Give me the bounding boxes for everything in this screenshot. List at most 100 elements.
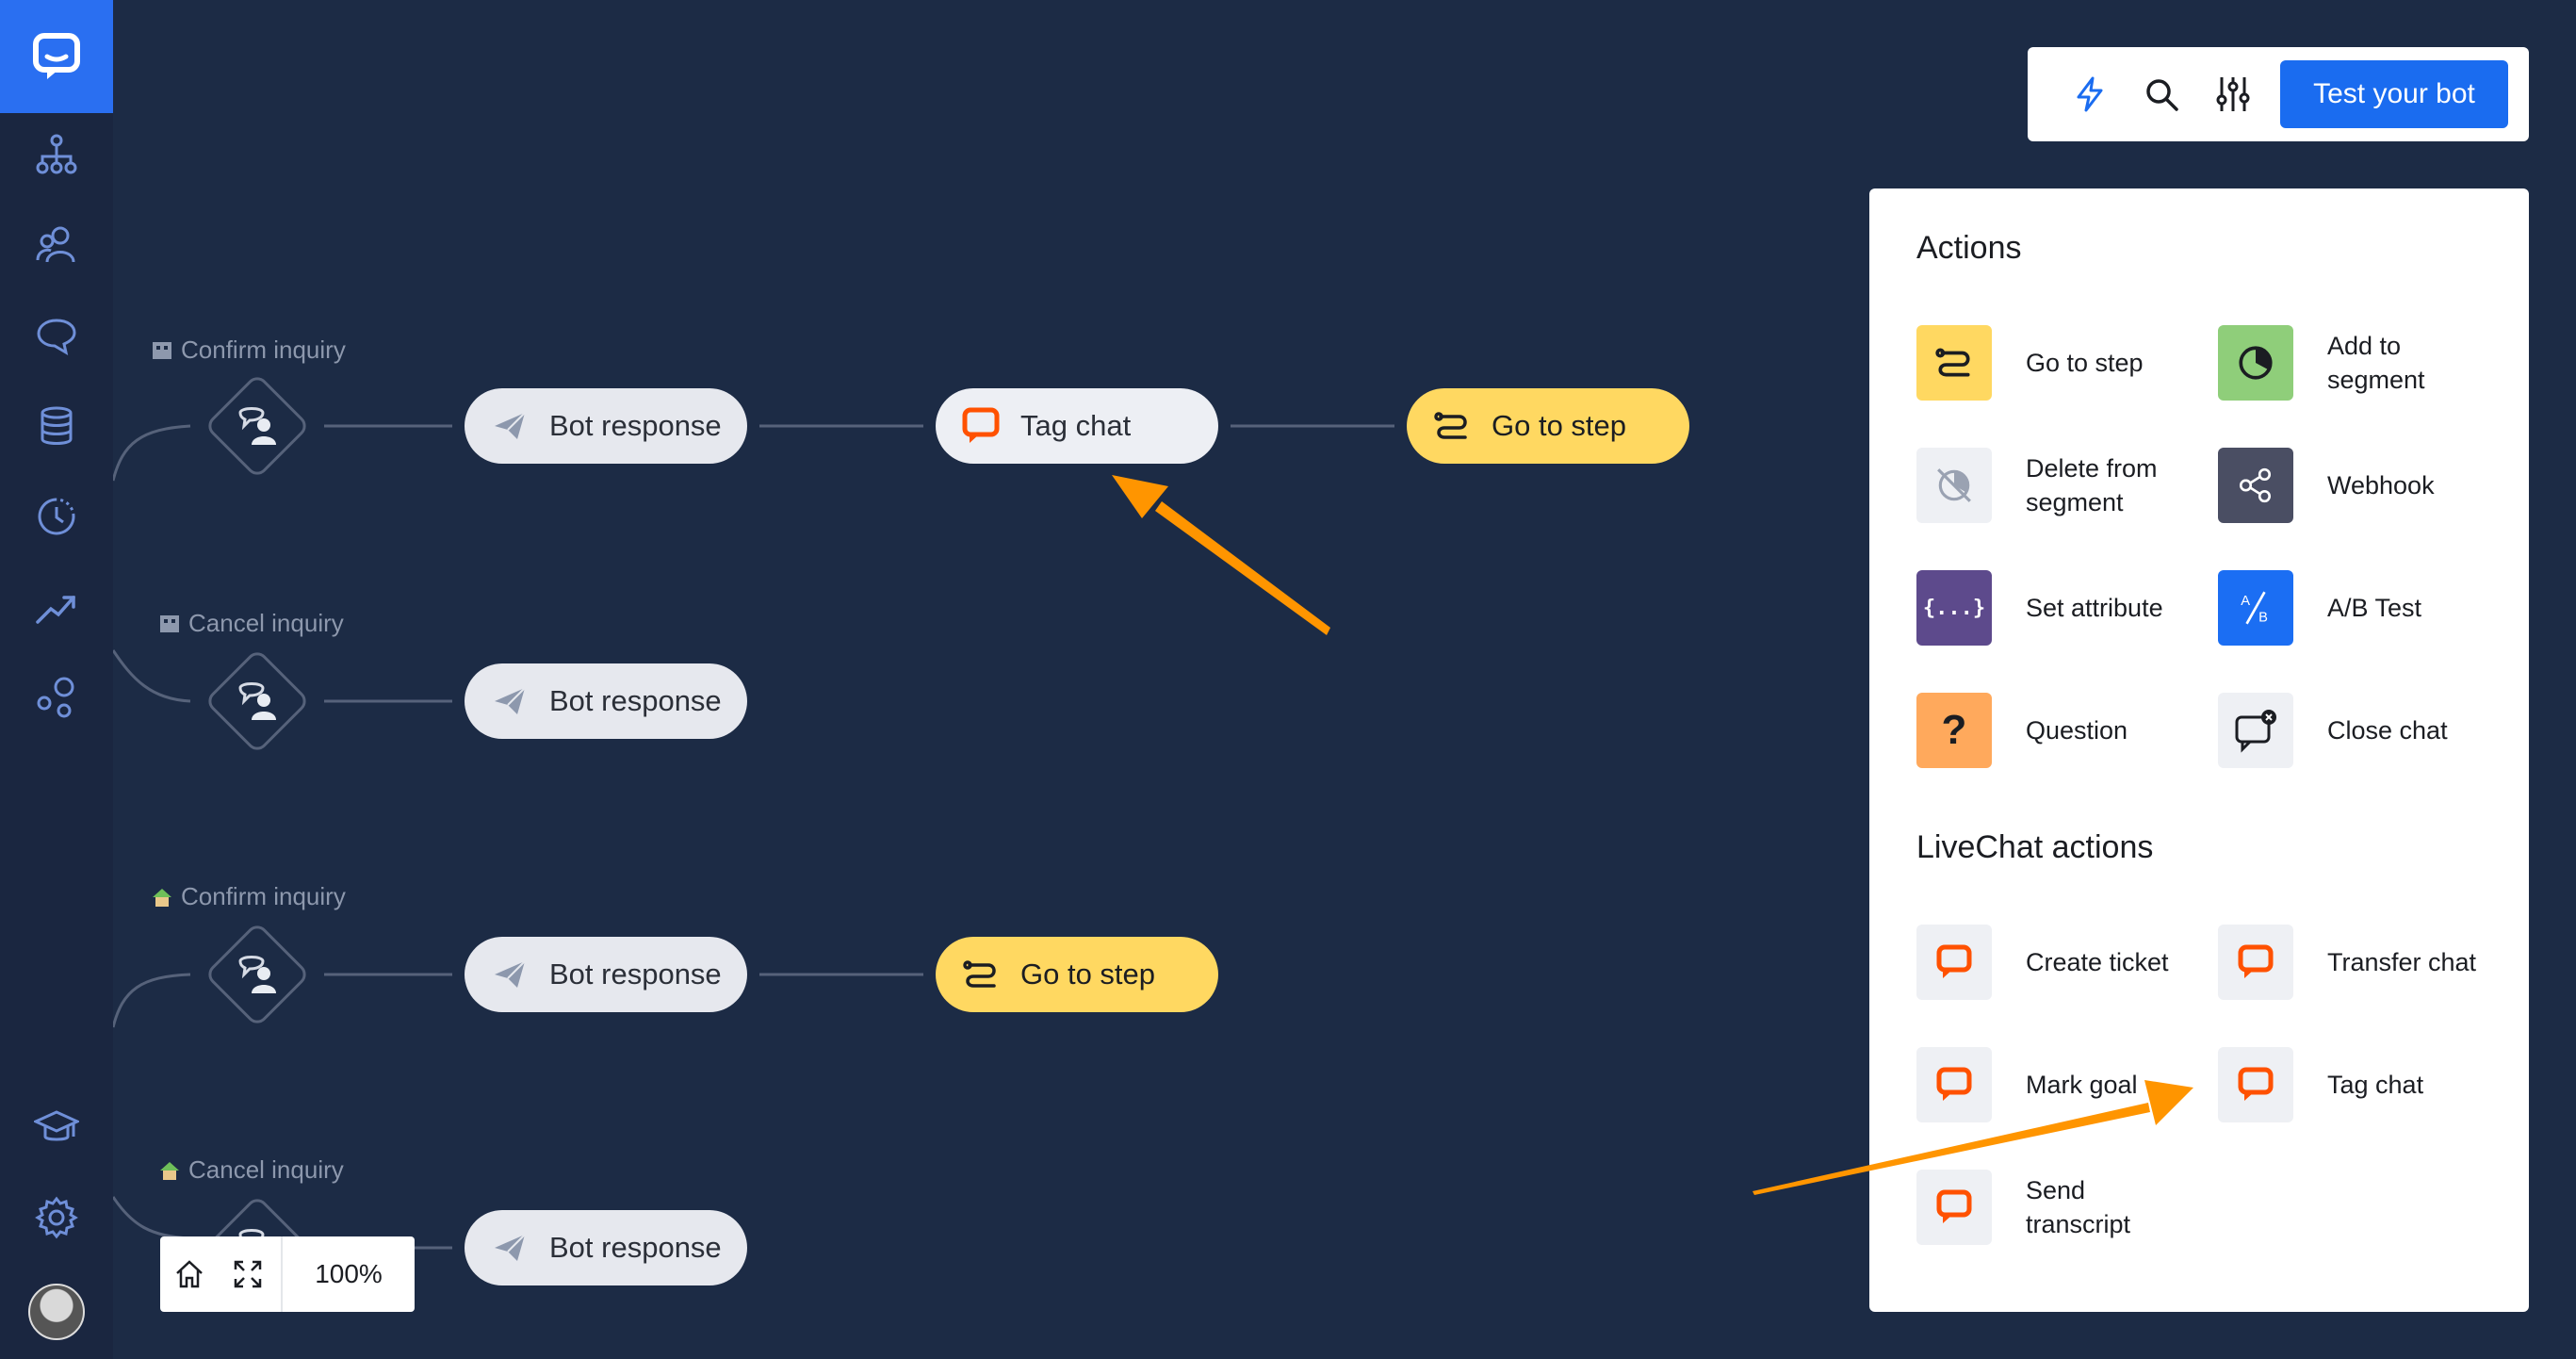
action-label: Close chat [2327, 716, 2448, 745]
test-bot-button[interactable]: Test your bot [2280, 60, 2508, 128]
close-chat-icon [2218, 693, 2293, 768]
avatar[interactable] [28, 1284, 85, 1340]
action-label: Mark goal [2026, 1071, 2138, 1099]
action-tag-chat[interactable]: Tag chat [2218, 1046, 2519, 1123]
database-icon [41, 406, 73, 445]
action-question[interactable]: ? Question [1916, 692, 2218, 769]
paper-plane-icon [489, 680, 530, 722]
action-mark-goal[interactable]: Mark goal [1916, 1046, 2218, 1123]
action-label: Transfer chat [2327, 948, 2477, 976]
building-icon [160, 614, 179, 632]
action-delete-from-segment[interactable]: Delete from segment [1916, 447, 2218, 524]
flow-canvas[interactable]: Confirm inquiry Cancel inquiry Confirm i… [113, 0, 2576, 1359]
search-icon [2146, 79, 2178, 111]
sidebar-item-history[interactable] [0, 479, 113, 554]
action-label: Set attribute [2026, 594, 2163, 622]
sidebar-item-reports[interactable] [0, 569, 113, 645]
livechat-bubble-icon [1916, 1047, 1992, 1122]
braces-icon: {...} [1916, 570, 1992, 646]
automation-button[interactable] [2062, 66, 2118, 123]
paper-plane-icon [489, 1227, 530, 1269]
livechat-logo[interactable] [0, 0, 113, 113]
pie-chart-icon [2218, 325, 2293, 401]
node-label: Go to step [1020, 958, 1156, 991]
action-go-to-step[interactable]: Go to step [1916, 324, 2218, 401]
sidebar-item-integrations[interactable] [0, 660, 113, 735]
trigger-name: Confirm inquiry [181, 882, 346, 910]
bot-response-node[interactable]: Bot response [465, 663, 747, 739]
lightning-icon [2077, 76, 2103, 112]
zoom-level[interactable]: 100% [315, 1259, 383, 1288]
go-to-step-icon [960, 954, 1002, 995]
svg-text:A: A [2241, 594, 2250, 609]
bot-response-node[interactable]: Bot response [465, 388, 747, 464]
action-label: Question [2026, 716, 2128, 745]
action-label: Add to segment [2327, 332, 2425, 394]
livechat-bubble-icon [2218, 925, 2293, 1000]
trigger-name: Cancel inquiry [188, 609, 344, 637]
node-label: Go to step [1492, 409, 1627, 442]
action-label: Delete from segment [2026, 454, 2158, 516]
house-icon [160, 1161, 179, 1180]
expand-icon [234, 1260, 262, 1288]
history-icon [38, 498, 75, 535]
action-add-to-segment[interactable]: Add to segment [2218, 324, 2519, 401]
house-icon [153, 888, 171, 907]
user-message-icon [238, 956, 276, 993]
sidebar-item-audience[interactable] [0, 207, 113, 283]
action-set-attribute[interactable]: {...} Set attribute [1916, 569, 2218, 647]
action-send-transcript[interactable]: Send transcript [1916, 1169, 2218, 1246]
go-to-step-icon [1916, 325, 1992, 401]
node-label: Bot response [549, 409, 722, 442]
question-mark-icon: ? [1916, 693, 1992, 768]
trigger-label: Cancel inquiry [158, 1155, 344, 1185]
livechat-bubble-icon [2218, 1047, 2293, 1122]
tag-chat-node[interactable]: Tag chat [936, 388, 1218, 464]
action-label: Tag chat [2327, 1071, 2424, 1099]
settings-icon [35, 1196, 78, 1239]
chat-logo-icon [33, 33, 80, 79]
home-view-button[interactable] [160, 1236, 219, 1312]
paper-plane-icon [489, 954, 530, 995]
node-label: Bot response [549, 684, 722, 717]
livechat-actions-heading: LiveChat actions [1916, 829, 2154, 865]
user-message-icon [238, 407, 276, 445]
bot-response-node[interactable]: Bot response [465, 937, 747, 1012]
action-label: Create ticket [2026, 948, 2169, 976]
trigger-label: Confirm inquiry [151, 882, 346, 911]
go-to-step-icon [1431, 405, 1473, 447]
zoom-controls: 100% [160, 1236, 415, 1312]
chat-bubble-icon [37, 319, 76, 356]
integrations-icon [37, 677, 74, 718]
search-button[interactable] [2133, 66, 2190, 123]
academy-icon [34, 1110, 79, 1141]
top-toolbar: Test your bot [2028, 47, 2529, 141]
sidebar-item-chats[interactable] [0, 298, 113, 373]
trigger-name: Cancel inquiry [188, 1155, 344, 1184]
livechat-bubble-icon [1916, 925, 1992, 1000]
sidebar-item-flows[interactable] [0, 117, 113, 192]
go-to-step-node[interactable]: Go to step [1407, 388, 1689, 464]
sidebar-item-academy[interactable] [0, 1089, 113, 1165]
node-label: Bot response [549, 958, 722, 991]
building-icon [153, 341, 171, 359]
action-close-chat[interactable]: Close chat [2218, 692, 2519, 769]
action-transfer-chat[interactable]: Transfer chat [2218, 924, 2519, 1001]
livechat-bubble-icon [960, 405, 1002, 447]
sidebar-item-data[interactable] [0, 388, 113, 464]
bot-response-node[interactable]: Bot response [465, 1210, 747, 1285]
node-label: Bot response [549, 1231, 722, 1264]
settings-sliders-button[interactable] [2205, 66, 2261, 123]
paper-plane-icon [489, 405, 530, 447]
home-icon [176, 1260, 203, 1288]
action-webhook[interactable]: Webhook [2218, 447, 2519, 524]
action-create-ticket[interactable]: Create ticket [1916, 924, 2218, 1001]
action-label: Send transcript [2026, 1176, 2131, 1238]
node-label: Tag chat [1020, 409, 1132, 442]
fit-view-button[interactable] [219, 1236, 277, 1312]
svg-text:B: B [2258, 611, 2268, 626]
action-label: Go to step [2026, 349, 2144, 377]
go-to-step-node[interactable]: Go to step [936, 937, 1218, 1012]
sidebar-item-settings[interactable] [0, 1180, 113, 1255]
